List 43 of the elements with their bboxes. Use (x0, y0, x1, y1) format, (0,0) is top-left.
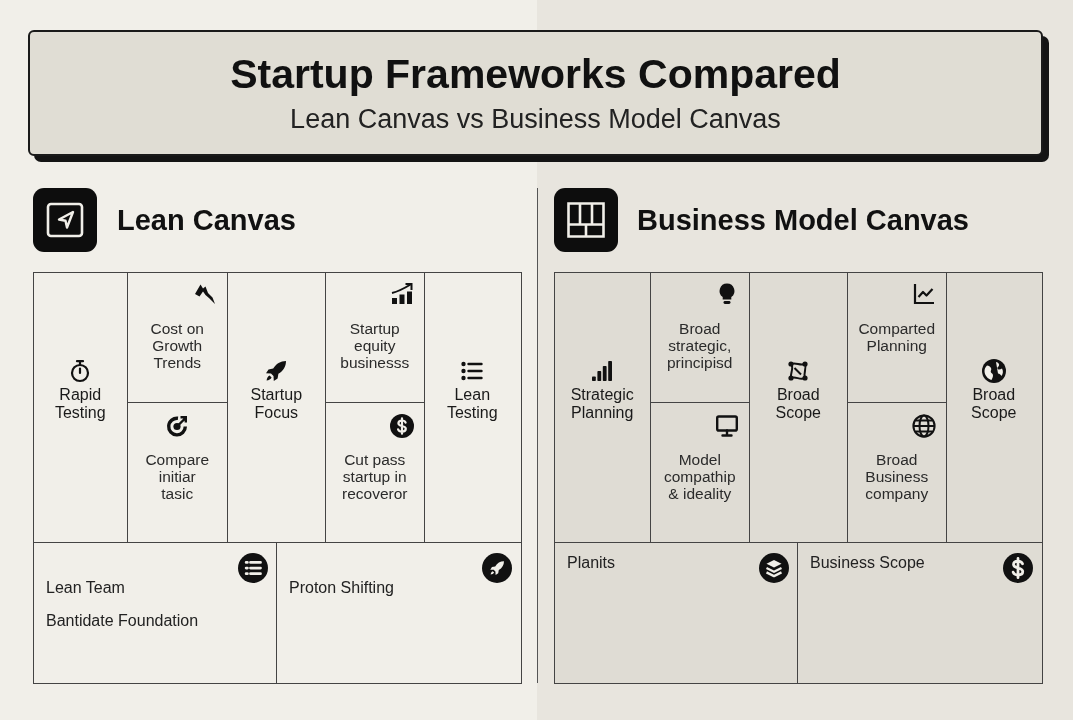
canvas-block (650, 402, 751, 544)
canvas-block (227, 272, 327, 544)
block-label: Planits (567, 554, 616, 572)
diagram-title: Startup Frameworks Compared (230, 50, 841, 98)
block-label: Broad Scope (970, 386, 1018, 422)
block-note: Bantidate Foundation (46, 612, 199, 630)
block-label: Lean Testing (445, 386, 499, 422)
block-label: Cost on Growth Trends (149, 320, 205, 371)
canvas-block (946, 272, 1043, 544)
block-label: Compare initiar tasic (144, 451, 211, 502)
block-label: Startup equity businesss (339, 320, 411, 371)
block-label: Proton Shifting (289, 579, 394, 597)
panel-heading: Lean Canvas (117, 203, 296, 238)
canvas-block (127, 272, 229, 404)
diagram-subtitle: Lean Canvas vs Business Model Canvas (290, 103, 781, 136)
canvas-block (554, 542, 799, 684)
canvas-block (276, 542, 522, 684)
canvas-block (127, 402, 229, 544)
canvas-block (847, 402, 948, 544)
block-label: Business Scope (810, 554, 925, 572)
canvas-panel (30, 185, 525, 687)
canvas-block (325, 402, 426, 544)
canvas-block (33, 542, 278, 684)
canvas-block (749, 272, 849, 544)
block-label: Broad strategic, principisd (666, 320, 734, 371)
block-label: Comparted Planning (857, 320, 937, 354)
block-label: Strategic Planning (569, 386, 635, 422)
block-label: Model compathip & ideality (663, 451, 737, 502)
block-label: Broad Business company (864, 451, 930, 502)
block-label: Cut pass startup in recoveror (341, 451, 409, 502)
canvas-block (847, 272, 948, 404)
block-label: Startup Focus (249, 386, 304, 422)
block-label: Rapid Testing (53, 386, 107, 422)
panel-heading: Business Model Canvas (637, 203, 969, 238)
canvas-block (797, 542, 1043, 684)
block-label: Broad Scope (774, 386, 822, 422)
block-label: Lean Team (46, 579, 125, 597)
canvas-block (554, 272, 652, 544)
canvas-block (650, 272, 751, 404)
canvas-block (424, 272, 522, 544)
canvas-block (325, 272, 426, 404)
canvas-block (33, 272, 129, 544)
canvas-panel (551, 185, 1046, 687)
